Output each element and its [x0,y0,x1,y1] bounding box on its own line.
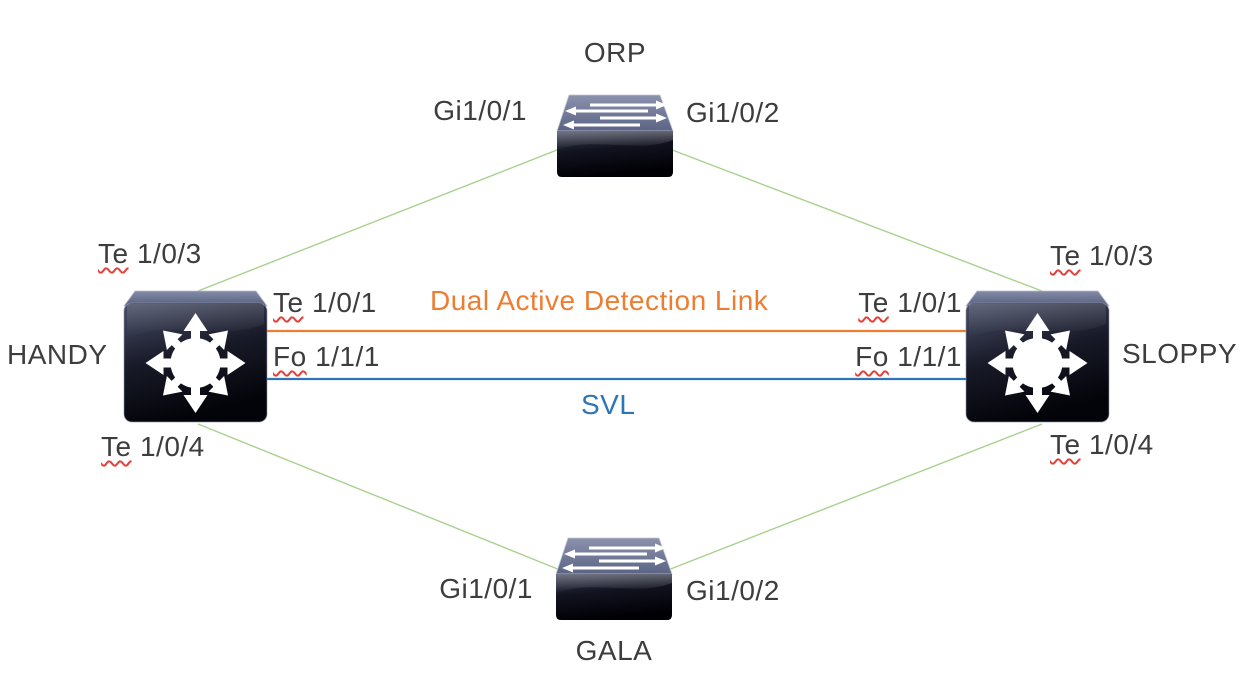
port-label-sloppy-dad: Te 1/0/1 [858,289,962,317]
multilayer-arrows-icon [145,313,246,413]
switch-top-bevel [123,290,268,307]
port-number: 1/0/4 [139,431,205,462]
port-number: 1/1/1 [897,341,962,372]
device-name-sloppy: SLOPPY [1122,338,1238,369]
port-word: Te [1050,429,1081,460]
port-word: Te [101,431,132,462]
port-number: 1/0/1 [311,287,377,318]
device-handy [123,290,268,423]
device-name-handy: HANDY [7,339,108,370]
port-word: Te [858,287,889,318]
link-label-svl: SVL [581,389,636,420]
port-label-gala-left: Gi1/0/1 [439,573,533,604]
port-number: 1/0/3 [136,238,202,269]
port-word: Te [1050,240,1081,271]
port-label-orp-left: Gi1/0/1 [433,95,527,126]
port-label-gala-right: Gi1/0/2 [686,575,780,606]
link-handy-gala-line [197,423,561,571]
l2-switch-icon [555,537,673,620]
device-name-orp: ORP [583,37,647,68]
multilayer-arrows-icon [987,313,1088,413]
link-label-dual-active-detection: Dual Active Detection Link [430,285,769,316]
l3-switch-icon [965,290,1110,423]
port-number: 1/0/3 [1088,240,1154,271]
switch-top-bevel [965,290,1110,307]
l2-switch-icon [556,94,674,177]
device-sloppy [964,290,1111,423]
port-label-handy-svl: Fo 1/1/1 [273,343,380,371]
switch-traffic-arrows-icon [563,100,667,130]
port-word: Te [273,287,304,318]
switch-front-gloss [557,131,673,150]
port-label-sloppy-svl: Fo 1/1/1 [855,343,962,371]
device-name-gala: GALA [575,635,653,666]
port-word: Te [98,238,129,269]
link-sloppy-orp-line [666,147,1043,292]
port-number: 1/0/4 [1088,429,1154,460]
port-number: 1/1/1 [315,341,380,372]
l3-switch-icon [123,290,268,423]
link-sloppy-gala-line [667,423,1043,571]
device-gala [555,537,673,621]
port-word: Fo [855,341,889,372]
port-number: 1/0/1 [897,287,962,318]
port-word: Fo [273,341,307,372]
switch-front-gloss [556,574,672,593]
port-label-orp-right: Gi1/0/2 [686,97,780,128]
link-handy-orp-line [197,147,563,292]
switch-traffic-arrows-icon [562,543,666,573]
device-orp [556,94,674,178]
